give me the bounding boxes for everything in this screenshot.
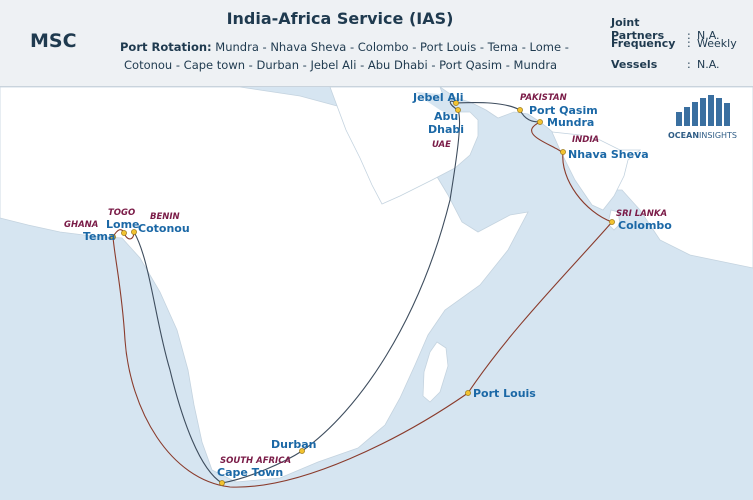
service-header: MSC India-Africa Service (IAS) Port Rota… [0,0,753,87]
meta-label: Joint Partners [611,16,665,42]
service-title: India-Africa Service (IAS) [226,9,454,28]
country-label-india: INDIA [572,135,599,145]
port-dot-lome [121,230,127,236]
meta-value: N.A. [697,29,720,42]
port-label-abu: Abu [434,110,458,123]
meta-frequency: Frequency:Weekly [611,37,737,50]
port-dot-port-louis [465,390,471,396]
india-peninsula [551,131,642,211]
port-dot-cotonou [131,229,137,235]
meta-vessels: Vessels:N.A. [611,58,720,71]
country-label-pakistan: PAKISTAN [520,93,567,103]
country-label-uae: UAE [432,140,451,150]
country-label-togo: TOGO [108,208,135,218]
port-dot-abu-dhabi [455,107,461,113]
svg-text:OCEANINSIGHTS: OCEANINSIGHTS [668,131,737,140]
port-label-nhava-sheva: Nhava Sheva [568,148,649,161]
rotation-label: Port Rotation: [120,40,212,54]
country-label-south-africa: SOUTH AFRICA [220,456,291,466]
port-dot-mundra [537,119,543,125]
port-dot-tema [110,234,116,240]
meta-label: Vessels [611,58,658,71]
meta-label: Frequency [611,37,676,50]
logo-text-light: INSIGHTS [699,131,737,140]
route-port-louis-tema [112,236,469,488]
rotation-line-1: Mundra - Nhava Sheva - Colombo - Port Lo… [211,40,569,54]
country-label-sri-lanka: SRI LANKA [616,209,667,219]
meta-value: Weekly [697,37,737,50]
country-label-benin: BENIN [150,212,180,222]
country-label-ghana: GHANA [64,220,98,230]
port-label-colombo: Colombo [618,219,672,232]
rotation-line-2: Cotonou - Cape town - Durban - Jebel Ali… [124,58,558,72]
carrier-name: MSC [30,30,77,52]
port-label-port-qasim: Port Qasim [529,104,598,117]
port-dot-port-qasim [517,107,523,113]
route-cotonou-cape-town [133,231,223,484]
route-abu-dhabi-port-qasim [455,102,521,111]
port-label-port-louis: Port Louis [473,387,536,400]
port-label-cotonou: Cotonou [138,222,190,235]
persian-gulf [416,92,462,116]
port-label-lome: Lome [106,218,140,231]
port-label-jebel-ali: Jebel Ali [412,91,464,104]
route-map: Jebel Ali Abu Dhabi Port Qasim Mundra Nh… [0,87,753,500]
port-label-cape-town: Cape Town [217,466,283,479]
route-durban-jebel-ali [301,109,461,452]
port-dot-cape-town [219,480,225,486]
port-label-tema: Tema [83,230,115,243]
route-nhava-sheva-colombo [562,151,613,223]
port-label-mundra: Mundra [547,116,594,129]
port-label-durban: Durban [271,438,317,451]
logo-text-bold: OCEAN [668,131,699,140]
port-dot-durban [299,448,305,454]
route-colombo-port-louis [467,221,613,394]
ocean-insights-logo: OCEANINSIGHTS [668,95,737,140]
port-label-dhabi: Dhabi [428,123,464,136]
meta-joint-partners: Joint Partners:N.A. [611,16,720,42]
port-dot-colombo [609,219,615,225]
port-dot-nhava-sheva [560,149,566,155]
port-dot-jebel-ali [453,100,459,106]
route-cape-town-durban [221,450,303,484]
madagascar-landmass [422,341,449,403]
port-rotation: Port Rotation: Mundra - Nhava Sheva - Co… [120,38,580,74]
meta-value: N.A. [697,58,720,71]
